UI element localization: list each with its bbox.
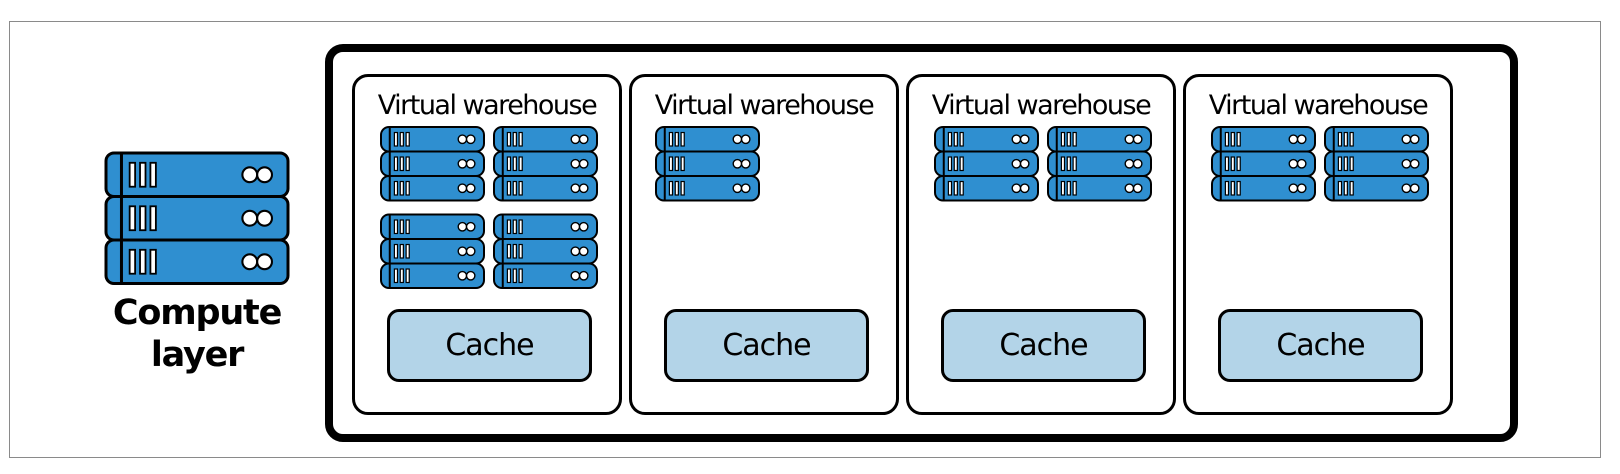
virtual-warehouse-1: Virtual warehouse Cache: [352, 74, 622, 415]
cache-label: Cache: [999, 328, 1088, 363]
server-unit: [493, 213, 598, 240]
warehouse-title: Virtual warehouse: [654, 90, 875, 121]
server-unit: [104, 151, 290, 198]
server-unit: [380, 150, 485, 177]
warehouse-title: Virtual warehouse: [1208, 90, 1429, 121]
server-unit: [104, 195, 290, 242]
server-unit: [493, 126, 598, 153]
virtual-warehouse-3: Virtual warehouse Cache: [906, 74, 1176, 415]
virtual-warehouse-4: Virtual warehouse Cache: [1183, 74, 1453, 415]
server-unit: [1324, 126, 1429, 153]
compute-layer-label: Compute layer: [112, 293, 282, 375]
server-cluster: [655, 126, 760, 202]
server-unit: [1324, 175, 1429, 202]
server-cluster: [1324, 126, 1429, 202]
server-cluster: [380, 126, 485, 202]
server-cluster: [1047, 126, 1152, 202]
server-unit: [104, 238, 290, 285]
server-unit: [655, 126, 760, 153]
warehouse-servers: [380, 126, 598, 289]
server-unit: [380, 175, 485, 202]
compute-layer-container: [325, 44, 1518, 442]
cache-box: Cache: [1218, 309, 1423, 382]
warehouse-servers: [934, 126, 1152, 202]
server-unit: [934, 126, 1039, 153]
server-unit: [380, 126, 485, 153]
cache-box: Cache: [664, 309, 869, 382]
warehouse-title: Virtual warehouse: [377, 90, 598, 121]
server-unit: [1324, 150, 1429, 177]
server-unit: [380, 213, 485, 240]
server-unit: [1047, 175, 1152, 202]
server-unit: [934, 150, 1039, 177]
server-unit: [493, 262, 598, 289]
server-unit: [493, 238, 598, 265]
server-unit: [1047, 150, 1152, 177]
server-unit: [1211, 175, 1316, 202]
cache-label: Cache: [1276, 328, 1365, 363]
server-unit: [1047, 126, 1152, 153]
cache-box: Cache: [941, 309, 1146, 382]
server-unit: [934, 175, 1039, 202]
server-cluster: [380, 213, 485, 289]
virtual-warehouse-2: Virtual warehouse Cache: [629, 74, 899, 415]
compute-server-icon: [104, 151, 290, 285]
server-cluster: [1211, 126, 1316, 202]
warehouse-servers: [655, 126, 760, 202]
server-unit: [1211, 126, 1316, 153]
server-unit: [380, 238, 485, 265]
server-unit: [493, 175, 598, 202]
server-unit: [1211, 150, 1316, 177]
server-unit: [655, 175, 760, 202]
server-unit: [655, 150, 760, 177]
cache-label: Cache: [722, 328, 811, 363]
server-cluster: [934, 126, 1039, 202]
warehouse-title: Virtual warehouse: [931, 90, 1152, 121]
server-cluster: [493, 126, 598, 202]
server-cluster: [493, 213, 598, 289]
cache-box: Cache: [387, 309, 592, 382]
server-unit: [493, 150, 598, 177]
cache-label: Cache: [445, 328, 534, 363]
server-unit: [380, 262, 485, 289]
warehouse-servers: [1211, 126, 1429, 202]
